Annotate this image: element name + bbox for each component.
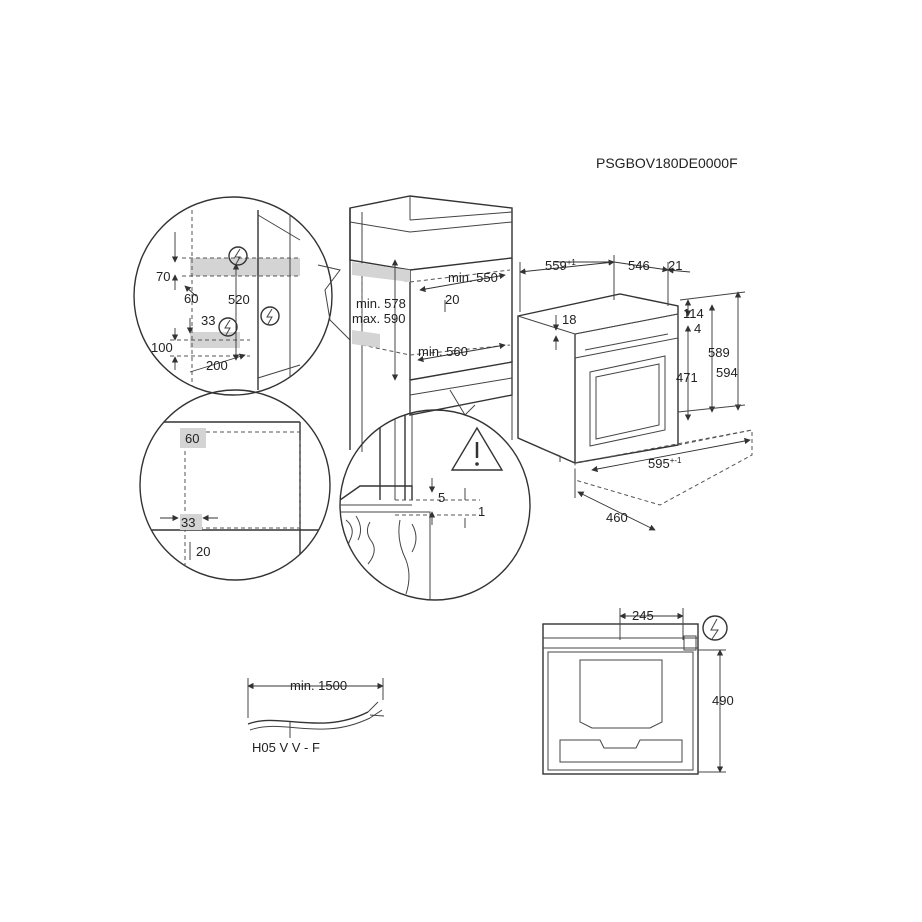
electric-supply-icon bbox=[228, 246, 248, 266]
callout-line bbox=[317, 264, 351, 341]
detail-install-circle: 5 1 bbox=[339, 409, 531, 601]
niche-min-height: min. 578 bbox=[356, 296, 406, 311]
oven-drawing bbox=[517, 255, 753, 531]
dim-5: 5 bbox=[438, 490, 445, 505]
dim-33-bottom: 33 bbox=[181, 515, 195, 530]
oven-depth-body: 546 bbox=[628, 258, 650, 273]
dim-60-bottom: 60 bbox=[185, 431, 199, 446]
oven-front-offset: 18 bbox=[562, 312, 576, 327]
dim-200: 200 bbox=[206, 358, 228, 373]
niche-cabinet bbox=[349, 195, 513, 452]
dim-520: 520 bbox=[228, 292, 250, 307]
oven-depth-bottom: 460 bbox=[606, 510, 628, 525]
dim-60: 60 bbox=[184, 291, 198, 306]
electric-supply-icon bbox=[218, 317, 238, 337]
detail-bottom-circle: 60 33 20 bbox=[139, 389, 331, 581]
niche-min-width: min. 560 bbox=[418, 344, 468, 359]
oven-height-door: 471 bbox=[676, 370, 698, 385]
back-height: 490 bbox=[712, 693, 734, 708]
back-width: 245 bbox=[632, 608, 654, 623]
oven-height-total: 594 bbox=[716, 365, 738, 380]
oven-front-thickness: 21 bbox=[668, 258, 682, 273]
dim-20-bottom: 20 bbox=[196, 544, 210, 559]
electric-supply-icon bbox=[260, 306, 280, 326]
oven-top-gap: 4 bbox=[694, 321, 701, 336]
oven-width: 595+-1 bbox=[648, 456, 682, 471]
warning-triangle-icon bbox=[450, 426, 504, 471]
oven-depth-total: 559+1 bbox=[545, 258, 576, 273]
cable-length: min. 1500 bbox=[290, 678, 347, 693]
oven-back-view bbox=[542, 608, 726, 775]
electric-supply-icon bbox=[702, 615, 728, 641]
niche-gap-top: 20 bbox=[445, 292, 459, 307]
oven-top-offset: 114 bbox=[683, 306, 704, 321]
oven-height-front: 589 bbox=[708, 345, 730, 360]
detail-top-circle: 70 60 520 33 100 200 bbox=[133, 196, 333, 396]
cable-type: H05 V V - F bbox=[252, 740, 320, 755]
dim-33: 33 bbox=[201, 313, 215, 328]
dim-100: 100 bbox=[151, 340, 173, 355]
power-cable bbox=[247, 678, 385, 738]
dim-1: 1 bbox=[478, 504, 485, 519]
niche-min-depth: min. 550 bbox=[448, 270, 498, 285]
niche-max-height: max. 590 bbox=[352, 311, 405, 326]
model-code: PSGBOV180DE0000F bbox=[596, 155, 738, 171]
dim-70: 70 bbox=[156, 269, 170, 284]
